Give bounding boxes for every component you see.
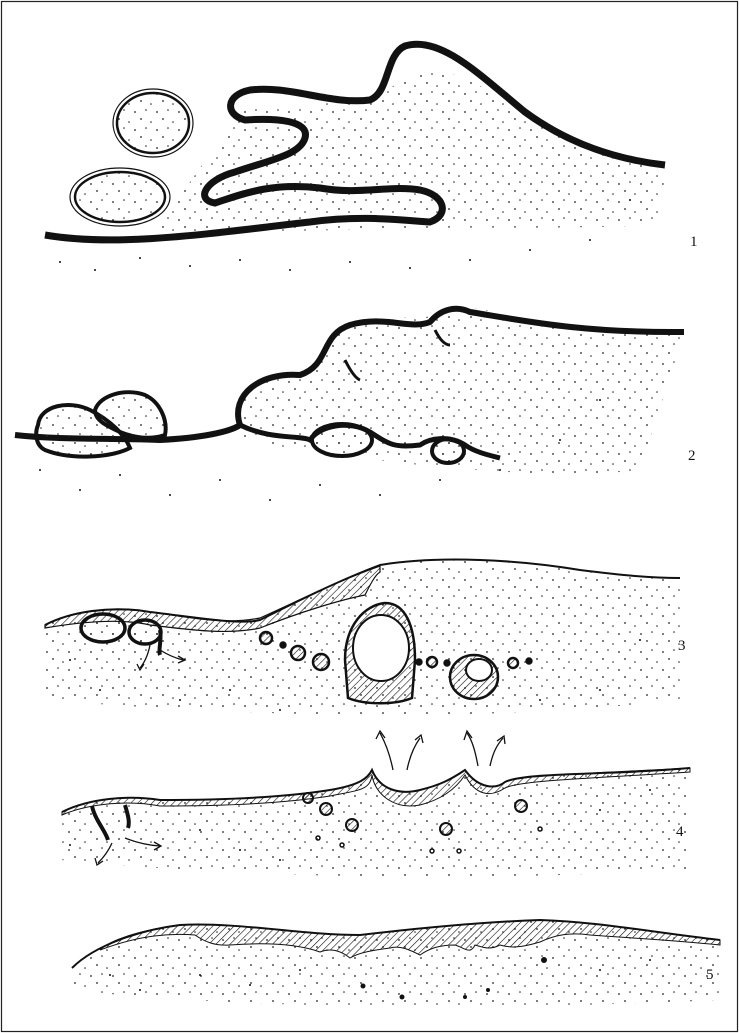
stage-5-drawing [72,920,720,1007]
stage-3-chamber-small-void [466,659,492,681]
stage-4-drawing [62,731,690,877]
stage-1-oval-lower [75,172,165,222]
stage-label-5: 5 [706,967,714,984]
stage-2-drawing [15,307,684,501]
stage-3-drawing [45,560,680,715]
stage-label-1: 1 [690,234,698,251]
stage-3-chamber-large-void [353,615,409,681]
stage-3-cavity-b [129,620,161,644]
stage-label-2: 2 [688,448,696,465]
stage-3-cavity-a [81,614,125,642]
stage-label-4: 4 [676,824,684,841]
stage-1-oval-upper [117,93,189,153]
stage-1-drawing [45,44,665,271]
stage-2-lens-small [432,439,464,463]
stage-4-arrows-up [376,731,505,770]
stage-2-lens-large [312,424,372,456]
stage-label-3: 3 [678,638,686,655]
stage-1-stipple [150,72,665,238]
